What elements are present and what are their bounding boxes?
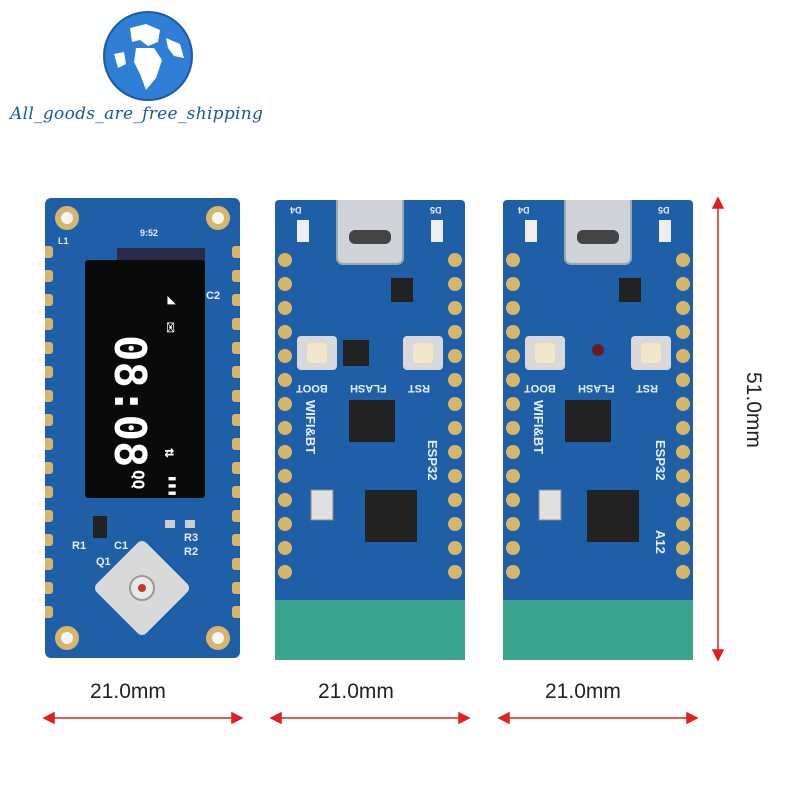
silk-c1: C1 [114, 540, 129, 552]
silk-r2: R2 [184, 546, 199, 558]
silk-q1: Q1 [96, 556, 111, 568]
silk-small-top: 9:52 [140, 228, 159, 238]
height-label: 51.0mm [742, 372, 765, 448]
silk-r1: R1 [72, 540, 87, 552]
brand-text: All_goods_are_free_shipping [10, 104, 264, 124]
width-label-1: 21.0mm [90, 680, 166, 703]
esp32-board-left [275, 200, 465, 660]
width-label-2: 21.0mm [318, 680, 394, 703]
oled-board [45, 198, 240, 658]
silk-l1: L1 [58, 236, 69, 246]
silk-c2: C2 [206, 290, 221, 302]
globe-logo [103, 11, 193, 101]
esp32-board-right [503, 200, 693, 660]
silk-r3: R3 [184, 532, 199, 544]
width-label-3: 21.0mm [545, 680, 621, 703]
